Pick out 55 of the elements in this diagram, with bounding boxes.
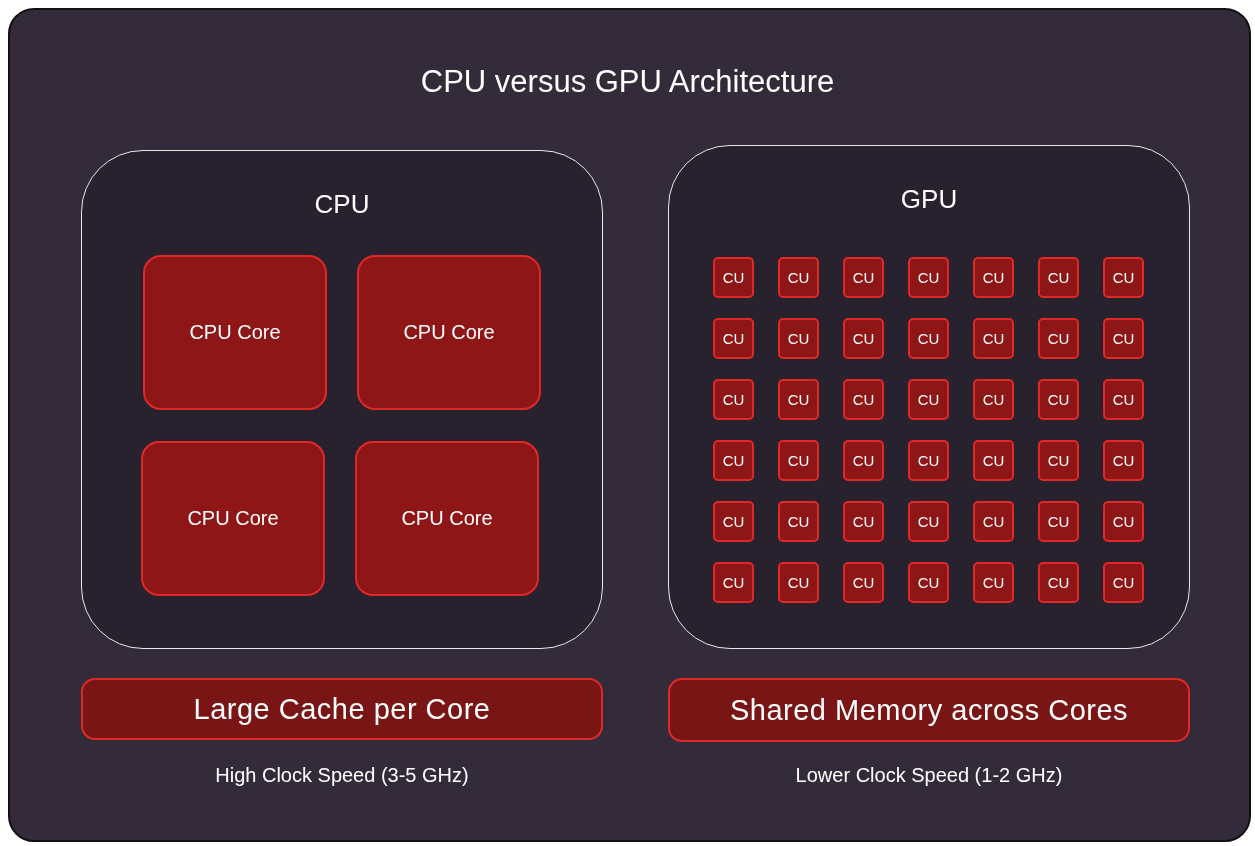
compute-unit-box: CU [1038,257,1079,298]
compute-unit-box: CU [843,562,884,603]
compute-unit-box: CU [713,562,754,603]
compute-unit-box: CU [713,318,754,359]
compute-unit-box: CU [1103,379,1144,420]
compute-unit-box: CU [908,501,949,542]
panel-title: CPU [313,189,371,220]
core-box: CPU Core [143,255,327,410]
compute-unit-box: CU [908,318,949,359]
compute-unit-box: CU [973,562,1014,603]
core-box: CPU Core [141,441,325,596]
compute-unit-box: CU [778,318,819,359]
core-box: CPU Core [357,255,541,410]
diagram-title: CPU versus GPU Architecture [420,64,835,99]
compute-unit-box: CU [908,379,949,420]
compute-unit-box: CU [843,501,884,542]
compute-unit-box: CU [1038,562,1079,603]
compute-unit-box: CU [713,379,754,420]
compute-unit-box: CU [908,562,949,603]
compute-unit-box: CU [713,257,754,298]
compute-unit-box: CU [973,379,1014,420]
compute-unit-box: CU [1103,257,1144,298]
compute-unit-box: CU [778,257,819,298]
compute-unit-box: CU [908,257,949,298]
memory-bar: Large Cache per Core [81,678,603,740]
compute-unit-box: CU [843,257,884,298]
compute-unit-box: CU [973,257,1014,298]
chip-panel [81,150,603,649]
compute-unit-box: CU [1038,379,1079,420]
compute-unit-box: CU [1103,318,1144,359]
compute-unit-box: CU [1103,562,1144,603]
compute-unit-box: CU [1103,440,1144,481]
compute-unit-box: CU [1103,501,1144,542]
compute-unit-box: CU [1038,318,1079,359]
compute-unit-box: CU [778,501,819,542]
compute-unit-box: CU [973,440,1014,481]
chip-panel [668,145,1190,649]
compute-unit-box: CU [713,440,754,481]
compute-unit-box: CU [908,440,949,481]
compute-unit-box: CU [778,562,819,603]
panel-title: GPU [899,184,959,215]
core-box: CPU Core [355,441,539,596]
compute-unit-box: CU [713,501,754,542]
clock-speed-note: Lower Clock Speed (1-2 GHz) [795,764,1063,786]
compute-unit-box: CU [973,318,1014,359]
compute-unit-box: CU [778,440,819,481]
compute-unit-box: CU [973,501,1014,542]
compute-unit-box: CU [843,379,884,420]
compute-unit-box: CU [843,318,884,359]
memory-bar: Shared Memory across Cores [668,678,1190,742]
compute-unit-box: CU [1038,440,1079,481]
compute-unit-box: CU [843,440,884,481]
compute-unit-box: CU [1038,501,1079,542]
compute-unit-box: CU [778,379,819,420]
clock-speed-note: High Clock Speed (3-5 GHz) [215,764,469,786]
